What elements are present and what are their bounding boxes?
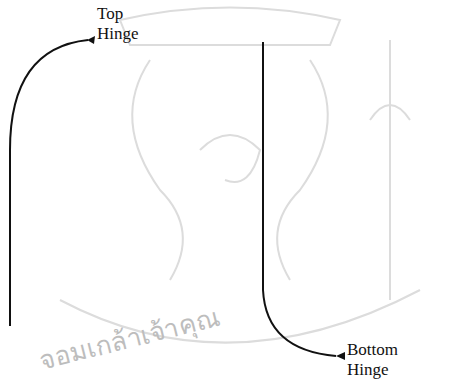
bottom-hinge-curve (263, 42, 336, 356)
watermark-staff (370, 40, 410, 300)
bottom-leader-arrow (336, 352, 345, 360)
part-label: Top Hinge (97, 4, 147, 44)
top-leader-arrow (87, 36, 95, 44)
watermark-text: จอมเกล้าเจ้าคุณ (35, 296, 223, 380)
part-label: Bottom Hinge (347, 340, 407, 380)
watermark-crown (120, 8, 340, 46)
watermark-center (200, 135, 260, 182)
watermark-emblem (60, 8, 420, 343)
watermark-naga-right (277, 60, 328, 280)
watermark-naga-left (132, 60, 183, 280)
top-hinge-curve (10, 40, 88, 326)
